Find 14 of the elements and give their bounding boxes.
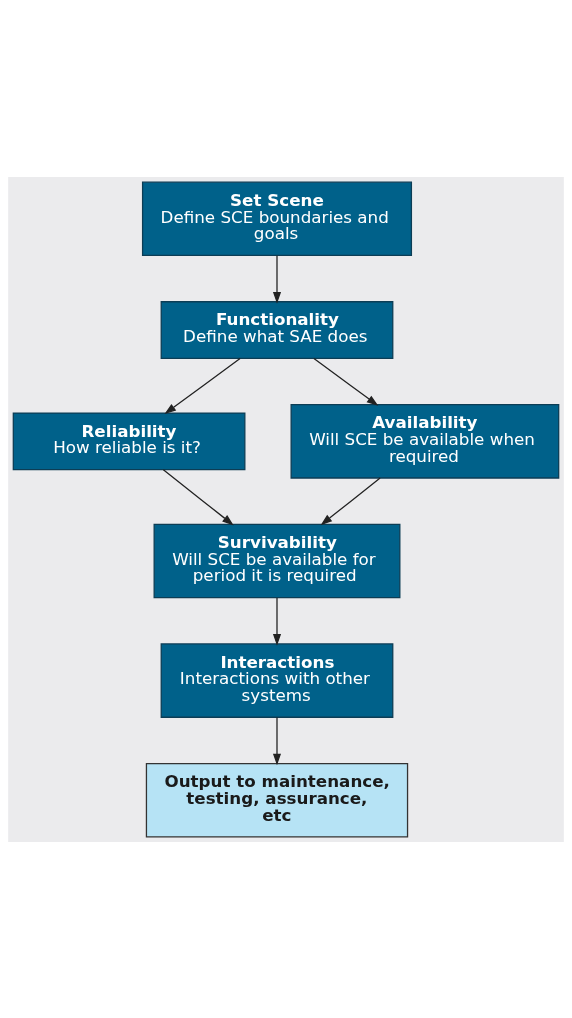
- node-box: Availability Will SCE be available when required: [290, 403, 560, 479]
- arrow: [272, 596, 282, 646]
- arrow: [313, 357, 379, 406]
- arrow: [272, 254, 282, 304]
- node-box: Reliability How reliable is it?: [12, 411, 246, 470]
- node-box: Set Scene Define SCE boundaries and goals: [141, 181, 413, 256]
- arrow: [272, 716, 282, 765]
- arrow: [320, 476, 381, 525]
- node-box: Functionality Define what SAE does: [160, 300, 394, 359]
- node-box: Output to maintenance, testing, assurance, etc: [145, 762, 409, 837]
- arrow: [164, 357, 241, 414]
- arrow: [162, 468, 234, 525]
- node-box: Interactions Interactions with other systems: [160, 642, 394, 718]
- node-box: Survivability Will SCE be available for period it is required: [153, 523, 401, 598]
